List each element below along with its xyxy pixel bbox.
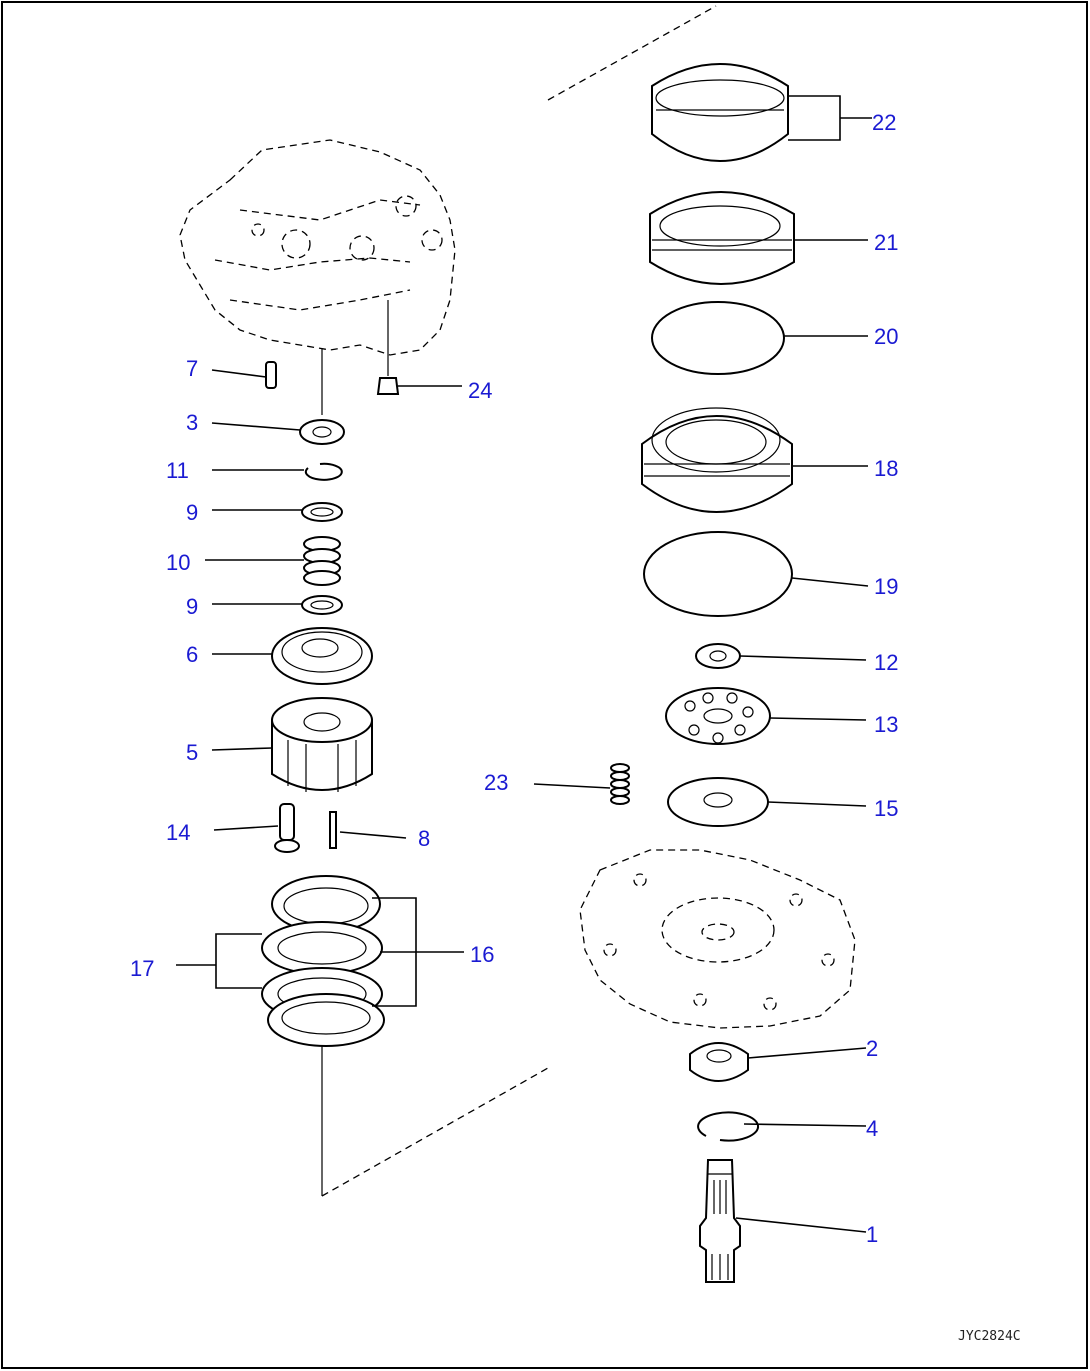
part-shaft [699, 1159, 741, 1283]
part-brake-piston [641, 407, 793, 513]
motor-cover [579, 849, 856, 1029]
callout-5: 5 [186, 740, 198, 765]
part-snap-ring-lower [697, 1111, 760, 1142]
callout-19: 19 [874, 574, 898, 599]
callout-3: 3 [186, 410, 198, 435]
callout-1: 1 [866, 1222, 878, 1247]
figure-code: JYC2824C [958, 1329, 1021, 1344]
part-cylinder-block [271, 697, 373, 792]
callout-11: 11 [166, 458, 189, 483]
callout-20: 20 [874, 324, 898, 349]
assembly-line-top [547, 5, 717, 101]
part-plug [376, 377, 400, 395]
callout-18: 18 [874, 456, 898, 481]
callout-8: 8 [418, 826, 430, 851]
part-ring-upper [649, 191, 795, 285]
callout-21: 21 [874, 230, 898, 255]
part-small-spring [610, 763, 630, 805]
part-retainer [271, 627, 373, 685]
part-washer-upper [301, 502, 343, 522]
part-o-ring-upper [651, 301, 785, 375]
callout-10: 10 [166, 550, 190, 575]
callout-23: 23 [484, 770, 508, 795]
part-sleeve [651, 63, 789, 162]
callout-24: 24 [468, 378, 492, 403]
callout-2: 2 [866, 1036, 878, 1061]
part-nut [695, 643, 741, 669]
part-piston [274, 803, 300, 853]
callout-17: 17 [130, 956, 154, 981]
valve-housing [179, 139, 456, 356]
part-brake-plates [261, 875, 385, 1047]
callout-4: 4 [866, 1116, 878, 1141]
callout-9-lower: 9 [186, 594, 198, 619]
callout-12: 12 [874, 650, 898, 675]
callout-14: 14 [166, 820, 190, 845]
part-o-ring-lower [643, 531, 793, 617]
part-bearing-lower [689, 1042, 749, 1082]
part-spring [303, 536, 341, 586]
assembly-line-bottom [321, 1067, 549, 1197]
part-rod [329, 811, 337, 849]
callout-7: 7 [186, 356, 198, 381]
callout-22: 22 [872, 110, 896, 135]
part-valve-plate [665, 687, 771, 745]
part-bearing-upper [299, 419, 345, 445]
callout-15: 15 [874, 796, 898, 821]
callout-16: 16 [470, 942, 494, 967]
part-washer-lower [301, 595, 343, 615]
callout-9-upper: 9 [186, 500, 198, 525]
callout-13: 13 [874, 712, 898, 737]
callout-6: 6 [186, 642, 198, 667]
part-pin [265, 361, 277, 389]
part-thrust-plate [667, 777, 769, 827]
part-snap-ring-upper [304, 462, 343, 481]
